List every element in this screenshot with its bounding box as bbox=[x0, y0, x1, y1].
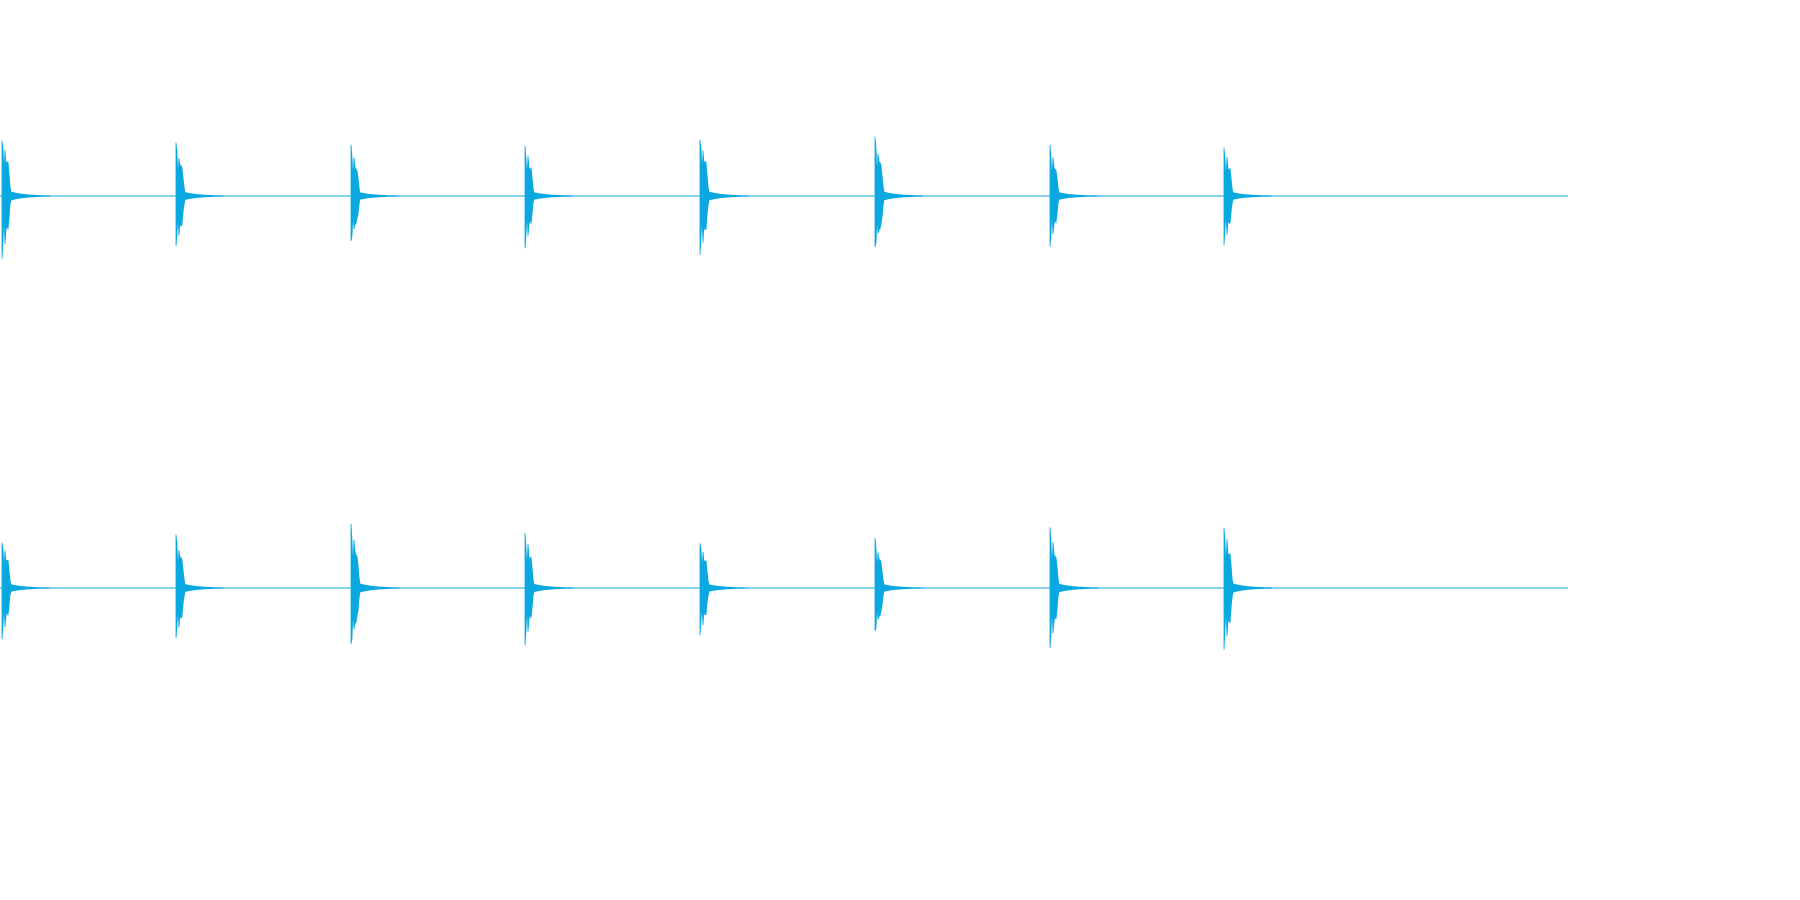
channel-1-transient-7 bbox=[1049, 144, 1099, 247]
channel-2-transient-7 bbox=[1049, 527, 1099, 648]
channel-2-transient-2 bbox=[175, 534, 225, 639]
channel-1-transient-6 bbox=[874, 136, 924, 248]
channel-1-transient-4 bbox=[524, 145, 574, 249]
channel-1-transient-5 bbox=[699, 139, 749, 256]
channel-2-transient-1 bbox=[1, 542, 51, 640]
waveform-channel-2 bbox=[0, 523, 1568, 650]
waveform-channel-1 bbox=[0, 136, 1568, 259]
channel-1-transient-1 bbox=[1, 140, 51, 259]
channel-1-transient-2 bbox=[175, 142, 225, 247]
channel-1-transient-8 bbox=[1223, 147, 1273, 246]
channel-2-transient-4 bbox=[524, 532, 574, 646]
channel-2-transient-3 bbox=[350, 523, 400, 645]
channel-2-transient-6 bbox=[874, 537, 924, 632]
channel-1-transient-3 bbox=[350, 144, 400, 241]
channel-2-transient-8 bbox=[1223, 527, 1273, 650]
channel-2-transient-5 bbox=[699, 543, 749, 636]
